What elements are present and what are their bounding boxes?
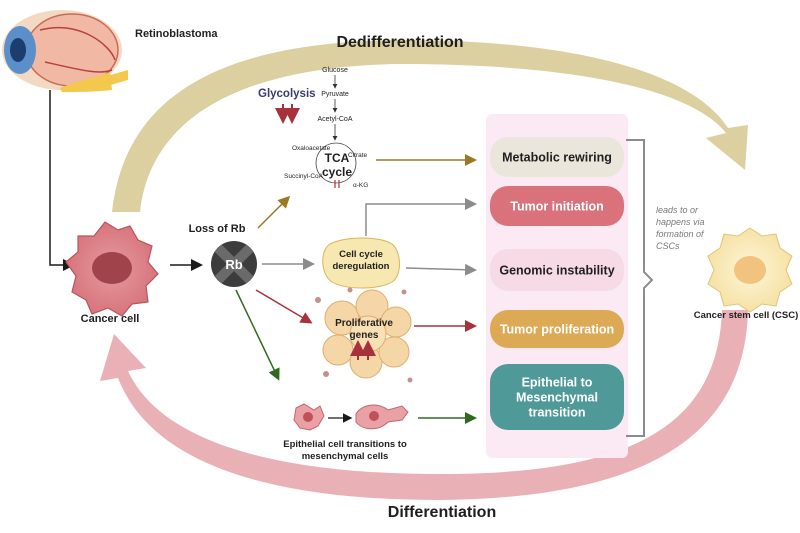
succinyl-coa-label: Succinyl-CoA	[284, 173, 324, 180]
dedifferentiation-arrow	[112, 40, 748, 212]
rb-to-emt-arrow	[235, 289, 280, 381]
csc-label: Cancer stem cell (CSC)	[694, 310, 799, 321]
eye-icon	[2, 10, 128, 92]
to-genomic-arrow	[405, 263, 477, 276]
to-tumor-initiation-arrow	[365, 198, 477, 236]
proliferative-label-line1: Proliferative	[335, 318, 393, 329]
eye-to-cancer-line	[49, 90, 75, 271]
cycle-label: cycle	[322, 165, 352, 179]
proliferative-label-line2: genes	[350, 330, 379, 341]
tca-down-arrows-icon	[334, 180, 340, 188]
cell-cycle-label-line1: Cell cycle	[339, 249, 383, 260]
dedifferentiation-label: Dedifferentiation	[336, 34, 463, 51]
rb-to-proliferative-arrow	[255, 289, 313, 324]
leads-to-line1: leads to or	[656, 205, 699, 215]
rb-to-metabolism-arrow	[257, 195, 291, 229]
glucose-label: Glucose	[322, 67, 348, 74]
tca-label: TCA	[325, 151, 350, 165]
cancer-stem-cell-icon	[707, 227, 793, 313]
emt-pill	[490, 364, 624, 430]
citrate-label: Citrate	[348, 152, 368, 159]
loss-of-rb-label: Loss of Rb	[189, 223, 246, 235]
oxaloacetate-label: Oxaloacetate	[292, 145, 331, 152]
differentiation-arrow	[100, 310, 748, 500]
cancer-cell-icon	[65, 221, 159, 317]
akg-label: α-KG	[353, 182, 368, 189]
tumor-proliferation-label-line1: Tumor proliferation	[500, 323, 614, 337]
glycolysis-down-arrows-icon	[275, 104, 300, 124]
differentiation-label: Differentiation	[388, 504, 496, 521]
glycolysis-label: Glycolysis	[258, 88, 316, 100]
tumor-initiation-pill	[490, 186, 624, 226]
cancer-cell-label: Cancer cell	[81, 313, 140, 325]
emt-label-line1: Epithelial to	[522, 376, 593, 390]
genomic-instability-label-line1: Genomic instability	[499, 264, 614, 278]
emt-caption-line1: Epithelial cell transitions to	[283, 439, 407, 450]
retinoblastoma-label: Retinoblastoma	[135, 28, 218, 40]
cell-cycle-cell-icon	[322, 237, 400, 289]
outcomes-bracket	[626, 139, 654, 437]
metabolic-rewiring-pill	[490, 137, 624, 177]
metabolic-rewiring-label-line1: Metabolic rewiring	[502, 151, 612, 165]
pyruvate-label: Pyruvate	[321, 91, 349, 98]
epithelial-cell-icon	[293, 403, 325, 431]
mesenchymal-cell-icon	[355, 404, 409, 430]
tca-cycle-ring	[315, 142, 357, 184]
rb-label: Rb	[225, 257, 242, 272]
leads-to-line4: CSCs	[656, 241, 680, 251]
genomic-instability-pill	[490, 249, 624, 291]
cell-cycle-label-line2: deregulation	[332, 261, 389, 272]
acetyl-coa-label: Acetyl-CoA	[317, 116, 352, 123]
tumor-proliferation-pill	[490, 310, 624, 348]
proliferative-up-arrows-icon	[350, 340, 376, 360]
emt-label-line2: Mesenchymal	[516, 391, 598, 405]
leads-to-line2: happens via	[656, 217, 705, 227]
rb-knockout-icon	[211, 241, 257, 287]
leads-to-line3: formation of	[656, 229, 705, 239]
emt-label-line3: transition	[529, 406, 586, 420]
tumor-initiation-label-line1: Tumor initiation	[510, 200, 604, 214]
emt-caption-line2: mesenchymal cells	[302, 451, 389, 462]
